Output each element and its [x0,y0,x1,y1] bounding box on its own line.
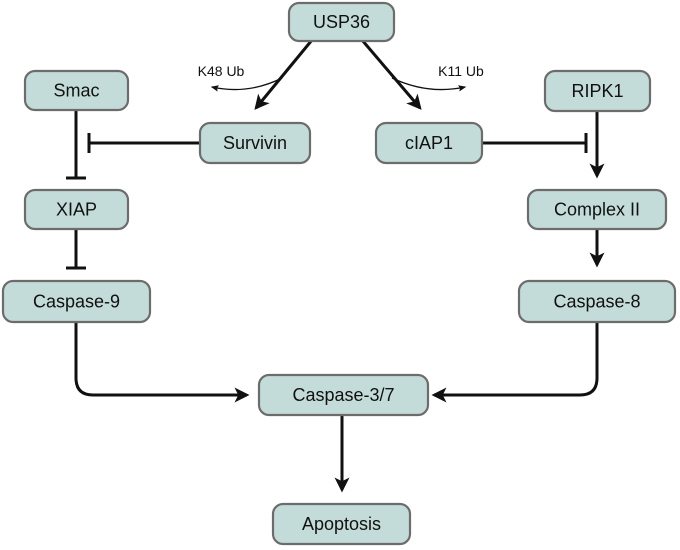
edges [66,39,605,493]
node-xiap-label: XIAP [56,200,97,220]
node-complex2-label: Complex II [554,200,640,220]
node-caspase9-label: Caspase-9 [33,292,120,312]
node-ciap1-label: cIAP1 [405,133,453,153]
inhibition-xiap-caspase9 [66,229,86,270]
node-ciap1: cIAP1 [374,121,484,165]
edge-caspase8-caspase37 [431,322,599,403]
node-survivin-label: Survivin [223,133,287,153]
node-apoptosis-label: Apoptosis [302,514,381,534]
node-usp36: USP36 [287,1,396,43]
edge-k48-ub-release [210,77,283,92]
node-ripk1: RIPK1 [543,69,652,113]
node-smac-label: Smac [53,81,99,101]
edge-usp36-survivin [254,39,314,110]
node-smac: Smac [23,69,130,112]
node-usp36-label: USP36 [313,12,370,32]
node-caspase8: Caspase-8 [517,279,677,324]
edge-caspase9-caspase37 [74,322,250,403]
edge-k11-ub-release [391,77,467,92]
node-apoptosis: Apoptosis [271,502,412,546]
node-caspase9: Caspase-9 [1,279,152,324]
edge-usp36-ciap1 [360,39,422,110]
k11-ub-label: K11 Ub [438,63,484,79]
node-caspase37-label: Caspase-3/7 [292,385,394,405]
inhibition-survivin-smac [87,133,200,153]
node-caspase8-label: Caspase-8 [553,292,640,312]
inhibition-ciap1-complex2 [482,133,588,153]
node-xiap: XIAP [23,188,130,231]
node-ripk1-label: RIPK1 [571,81,623,101]
node-complex2: Complex II [526,188,668,231]
node-caspase37: Caspase-3/7 [257,373,430,417]
inhibition-smac-xiap [66,110,86,180]
node-survivin: Survivin [198,121,312,165]
k48-ub-label: K48 Ub [198,63,245,79]
